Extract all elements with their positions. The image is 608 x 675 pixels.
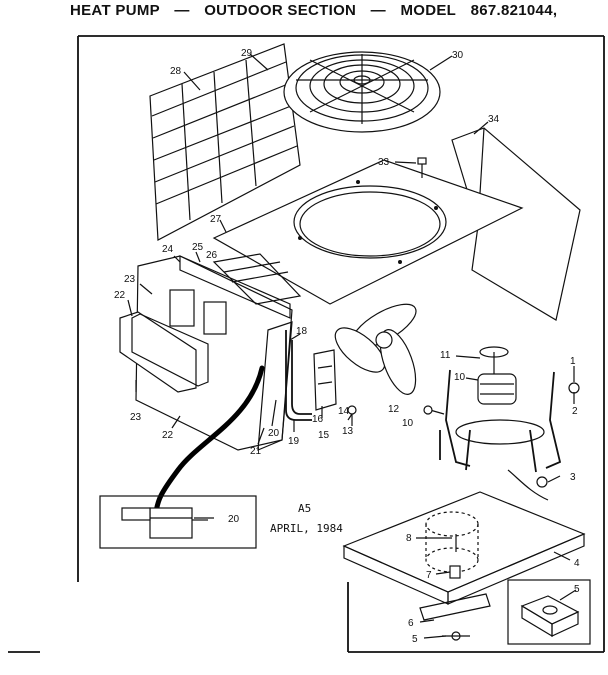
callout-24: 22 [114,290,126,301]
callout-33: 33 [378,157,390,168]
mounting-rail [419,593,491,641]
callout-29: 27 [210,214,222,225]
callout-22: 22 [162,430,174,441]
inset-detail-box [99,495,257,549]
refrigerant-tube [285,330,312,421]
callout-23: 23 [130,412,142,423]
access-cover [119,311,209,393]
fan-blade [334,303,417,395]
callout-21: 21 [250,446,262,457]
callout-12: 11 [440,350,451,361]
fan-motor [477,346,517,405]
callout-30: 28 [170,66,182,77]
callout-17: 16 [312,414,324,425]
base-pan [342,491,586,605]
callout-labels: 28 29 30 34 33 27 24 25 26 23 22 18 11 1… [114,48,580,645]
hardware-screws [347,382,580,488]
callout-18: 18 [296,326,308,337]
callout-28: 26 [206,250,218,261]
control-box [135,255,293,451]
screw [417,157,427,178]
callout-26: 24 [162,244,174,255]
callout-10: 10 [402,418,414,429]
callout-7: 7 [426,570,432,581]
top-panel [212,159,524,305]
title-part-heat-pump: HEAT PUMP [70,2,160,19]
callout-6: 6 [408,618,414,629]
title-part-outdoor-section: OUTDOOR SECTION [204,2,357,19]
callout-4: 4 [574,558,580,569]
callout-20-upper: 20 [268,428,280,439]
callout-1: 1 [570,356,576,367]
title-model-number: 867.821044, [470,2,558,19]
contactor [313,349,337,411]
callout-14: 13 [342,426,354,437]
leader-lines [127,53,577,639]
terminal-board [212,253,302,305]
callout-16: 15 [318,430,330,441]
fan-guard [283,51,441,133]
publication-date: APRIL, 1984 [270,522,343,535]
coil-guard-grille [149,43,301,241]
catalog-code: A5 [298,502,311,515]
callout-19: 19 [288,436,300,447]
compressor-outline [425,511,479,579]
motor-mount-bracket [439,369,562,473]
bracket-inset [507,579,591,645]
callout-11: 10 [454,372,466,383]
title-separator-1: — [174,2,190,19]
callout-31: 29 [241,48,253,59]
diagram-title: HEAT PUMP — OUTDOOR SECTION — MODEL 867.… [70,2,567,19]
diagram-frame [8,35,605,653]
title-part-model: MODEL [400,2,457,19]
callout-13: 12 [388,404,400,415]
callout-25: 23 [124,274,136,285]
power-cord [153,365,265,515]
callout-5-lower: 5 [412,634,418,645]
callout-3: 3 [570,472,576,483]
callout-5-inset: 5 [574,584,580,595]
callout-27: 25 [192,242,204,253]
motor-lead-wire [507,469,549,501]
callout-2: 2 [572,406,578,417]
callout-15: 14 [338,406,350,417]
callout-8: 8 [406,533,412,544]
callout-32: 30 [452,50,464,61]
callout-34: 34 [488,114,500,125]
callout-20-inset: 20 [228,514,240,525]
title-separator-2: — [370,2,386,19]
